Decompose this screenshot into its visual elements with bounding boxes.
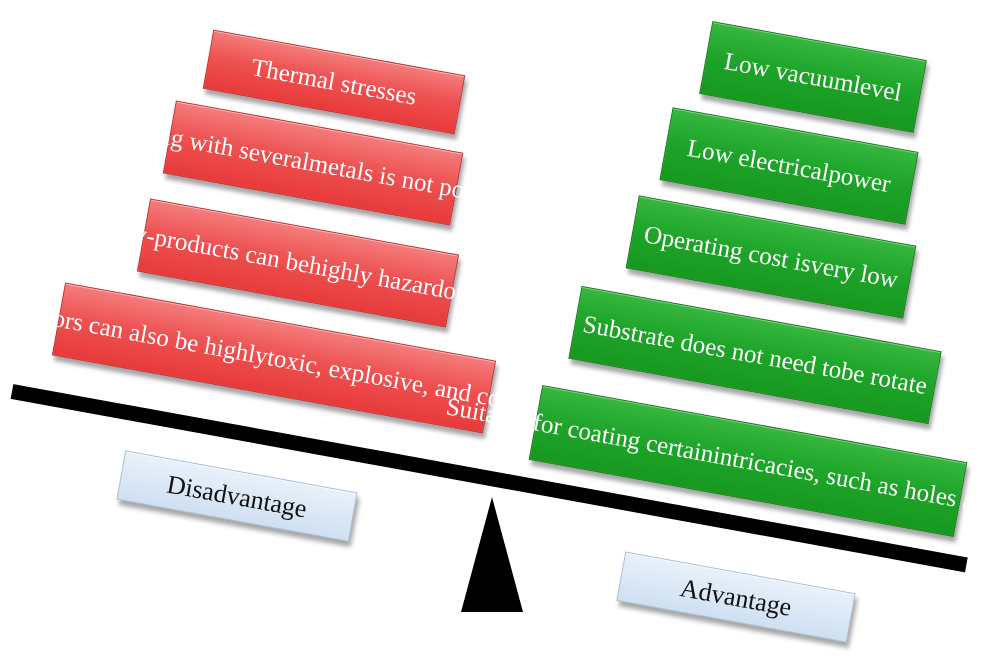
disadvantage-box-3-line-2: highly hazardous [306,251,481,309]
disadvantage-box-3-line-1: By-products can be [115,217,312,279]
advantage-box-5-line-2: intricacies, such as holes and slots [711,441,992,529]
advantage-box-5-line-1: Suitable for coating certain [444,392,716,469]
disadvantage-box-2-line-2: metals is not possible [306,149,523,214]
advantage-box-4-line-2: be rotate [839,357,930,400]
disadvantage-label: Disadvantage [116,450,358,542]
advantage-box-1-line-2: level [851,71,904,107]
advantage-label-text: Advantage [678,572,794,622]
advantage-box-2-line-2: power [826,159,893,198]
advantage-label: Advantage [616,551,856,643]
advantage-box-1: Low vacuum level [699,21,927,133]
advantage-box-2-line-1: Low electrical [685,134,832,187]
advantage-box-1-line-1: Low vacuum [722,47,857,98]
advantage-box-3-line-2: very low [808,250,901,294]
disadvantage-box-1-line-1: Thermal stresses [249,53,419,111]
disadvantage-box-4-line-1: Precursors can also be highly [0,291,270,371]
advantage-box-3-line-1: Operating cost is [641,220,814,278]
advantage-box-4-line-1: Substrate does not need to [580,310,844,384]
fulcrum-triangle [461,497,523,612]
disadvantage-label-text: Disadvantage [164,469,310,523]
disadvantage-box-2-line-1: Coating with several [103,112,312,176]
